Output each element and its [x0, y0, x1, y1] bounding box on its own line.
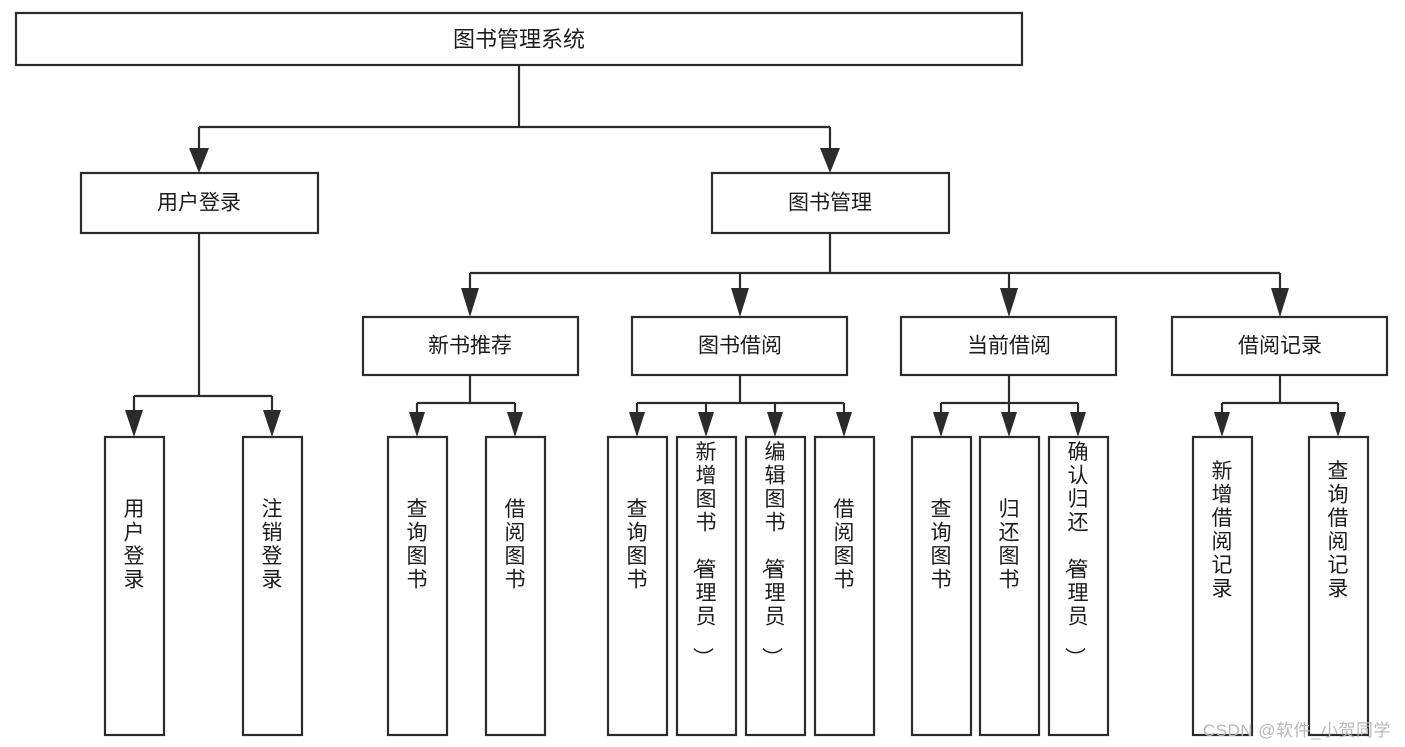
node-book-borrow-label: 图书借阅	[698, 335, 782, 358]
node-leaf-edit-book-label: 编辑图书（管理员）	[760, 441, 786, 668]
node-leaf-query-book-2[interactable]: 查询图书	[606, 435, 669, 737]
node-leaf-borrow-book-1-label: 借阅图书	[505, 498, 526, 592]
node-root-box[interactable]	[14, 11, 1024, 67]
node-leaf-query-borrow-record[interactable]: 查询借阅记录	[1307, 435, 1370, 737]
node-leaf-return-book-label: 归还图书	[999, 498, 1020, 592]
arrowhead-leaf-edit-book	[767, 412, 783, 437]
node-leaf-query-borrow-record-label: 查询借阅记录	[1328, 460, 1349, 601]
node-leaf-add-borrow-record-label: 新增借阅记录	[1212, 460, 1233, 601]
arrowhead-new-book-recommend	[461, 288, 479, 317]
node-leaf-return-book-box[interactable]	[978, 435, 1041, 737]
node-leaf-borrow-book-2[interactable]: 借阅图书	[813, 435, 876, 737]
node-borrow-record[interactable]: 借阅记录	[1170, 315, 1389, 377]
node-leaf-logout-login[interactable]: 注销登录	[241, 435, 304, 737]
arrowhead-leaf-query-book-3	[933, 412, 949, 437]
node-leaf-add-book-label: 新增图书（管理员）	[691, 441, 717, 668]
arrowhead-leaf-add-borrow-record	[1214, 412, 1230, 437]
node-user-login-box[interactable]	[79, 171, 320, 235]
node-leaf-query-book-2-box[interactable]	[606, 435, 669, 737]
arrowhead-book-management	[820, 148, 840, 173]
node-leaf-user-login-box[interactable]	[103, 435, 166, 737]
node-leaf-edit-book-box[interactable]	[744, 435, 807, 737]
node-leaf-user-login[interactable]: 用户登录	[103, 435, 166, 737]
arrowhead-borrow-record	[1271, 288, 1289, 317]
node-leaf-query-book-1[interactable]: 查询图书	[386, 435, 449, 737]
node-user-login[interactable]: 用户登录	[79, 171, 320, 235]
node-new-book-recommend-box[interactable]	[361, 315, 580, 377]
node-leaf-borrow-book-2-box[interactable]	[813, 435, 876, 737]
node-leaf-user-login-label: 用户登录	[124, 498, 145, 592]
arrowhead-current-borrow	[1000, 288, 1018, 317]
node-borrow-record-label: 借阅记录	[1238, 335, 1322, 358]
arrowhead-user-login	[189, 148, 209, 173]
node-current-borrow[interactable]: 当前借阅	[899, 315, 1118, 377]
arrowhead-leaf-return-book	[1001, 412, 1017, 437]
node-leaf-logout-login-box[interactable]	[241, 435, 304, 737]
arrowhead-leaf-borrow-book-2	[836, 412, 852, 437]
node-leaf-query-book-1-box[interactable]	[386, 435, 449, 737]
node-root-label: 图书管理系统	[453, 27, 585, 52]
arrowhead-leaf-query-book-2	[629, 412, 645, 437]
node-new-book-recommend-label: 新书推荐	[428, 335, 512, 358]
arrowhead-leaf-add-book	[698, 412, 714, 437]
node-leaf-edit-book[interactable]: 编辑图书（管理员）	[744, 435, 807, 737]
arrowhead-leaf-query-borrow-record	[1330, 412, 1346, 437]
node-leaf-query-borrow-record-box[interactable]	[1307, 435, 1370, 737]
node-book-borrow-box[interactable]	[630, 315, 849, 377]
arrowhead-book-borrow	[731, 288, 749, 317]
node-leaf-add-borrow-record-box[interactable]	[1191, 435, 1254, 737]
node-leaf-query-book-2-label: 查询图书	[627, 498, 648, 592]
node-leaf-add-borrow-record[interactable]: 新增借阅记录	[1191, 435, 1254, 737]
node-leaf-confirm-return-label: 确认归还（管理员）	[1063, 441, 1089, 668]
node-leaf-logout-login-label: 注销登录	[262, 498, 283, 592]
node-leaf-confirm-return[interactable]: 确认归还（管理员）	[1047, 435, 1110, 737]
arrowhead-leaf-query-book-1	[409, 412, 425, 437]
arrowhead-leaf-logout-login	[263, 410, 281, 437]
arrowhead-leaf-confirm-return	[1070, 412, 1086, 437]
node-leaf-add-book-box[interactable]	[675, 435, 738, 737]
connector-layer	[125, 65, 1346, 437]
node-leaf-add-book[interactable]: 新增图书（管理员）	[675, 435, 738, 737]
node-leaf-query-book-3[interactable]: 查询图书	[910, 435, 973, 737]
node-leaf-borrow-book-1-box[interactable]	[484, 435, 547, 737]
node-borrow-record-box[interactable]	[1170, 315, 1389, 377]
node-current-borrow-box[interactable]	[899, 315, 1118, 377]
node-new-book-recommend[interactable]: 新书推荐	[361, 315, 580, 377]
arrowhead-leaf-borrow-book-1	[507, 412, 523, 437]
node-book-management[interactable]: 图书管理	[710, 171, 951, 235]
node-book-management-box[interactable]	[710, 171, 951, 235]
node-book-management-label: 图书管理	[788, 192, 872, 215]
node-user-login-label: 用户登录	[157, 192, 241, 215]
node-leaf-query-book-3-label: 查询图书	[931, 498, 952, 592]
node-leaf-query-book-1-label: 查询图书	[407, 498, 428, 592]
node-leaf-borrow-book-1[interactable]: 借阅图书	[484, 435, 547, 737]
node-current-borrow-label: 当前借阅	[967, 335, 1051, 358]
node-leaf-confirm-return-box[interactable]	[1047, 435, 1110, 737]
node-leaf-return-book[interactable]: 归还图书	[978, 435, 1041, 737]
node-root[interactable]: 图书管理系统	[14, 11, 1024, 67]
node-book-borrow[interactable]: 图书借阅	[630, 315, 849, 377]
node-leaf-borrow-book-2-label: 借阅图书	[834, 498, 855, 592]
node-leaf-query-book-3-box[interactable]	[910, 435, 973, 737]
arrowhead-leaf-user-login	[125, 410, 143, 437]
